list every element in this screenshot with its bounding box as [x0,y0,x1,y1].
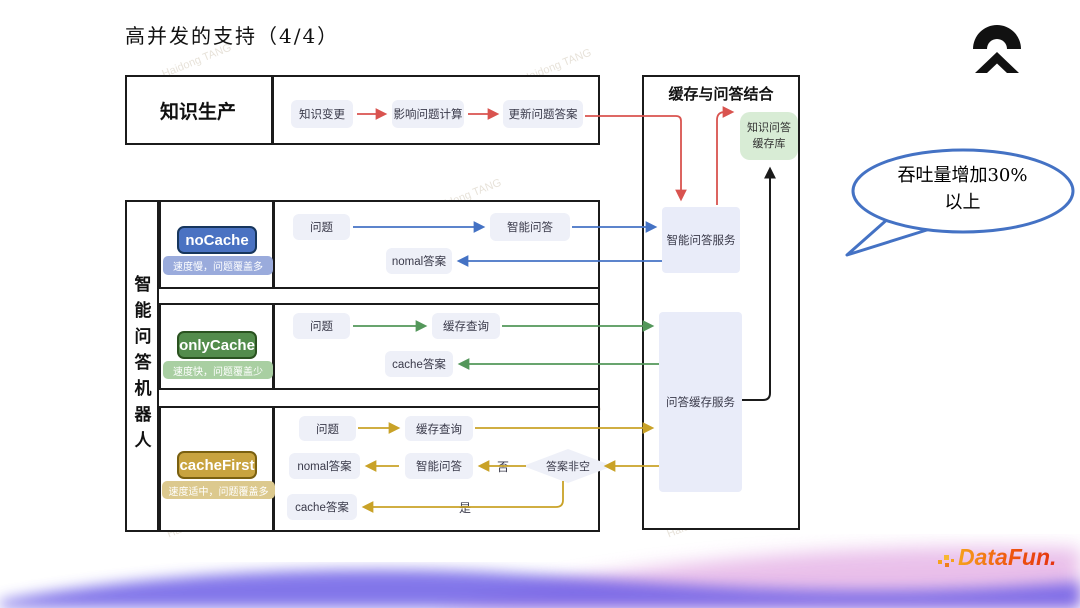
mode-cachefirst: cacheFirst [177,451,257,479]
page-title: 高并发的支持（4/4） [125,24,340,48]
divider [272,303,275,390]
datafun-dots-icon [938,552,956,570]
row2-cache-answer: cache答案 [385,351,453,377]
row3-question: 问题 [299,416,356,441]
qa-service-box: 智能问答服务 [662,207,740,273]
store-line1: 知识问答 [747,121,791,134]
store-line2: 缓存库 [752,138,786,150]
qa-cache-service-box: 问答缓存服务 [659,312,742,492]
divider [271,75,274,145]
divider [272,200,275,289]
row1-question: 问题 [293,214,350,240]
row2-cache-query: 缓存查询 [432,313,500,339]
step-update-answers: 更新问题答案 [503,100,583,128]
label-yes: 是 [456,498,475,516]
robot-vertical-label: 智能问答机器人 [131,275,151,457]
row3-smart-qa: 智能问答 [405,453,473,479]
mode-nocache-desc: 速度慢，问题覆盖多 [163,256,273,275]
step-knowledge-change: 知识变更 [291,100,353,128]
divider [157,200,159,532]
mode-cachefirst-desc: 速度适中，问题覆盖多 [162,481,275,499]
mode-onlycache-desc: 速度快，问题覆盖少 [163,361,273,379]
divider [272,406,275,532]
throughput-callout-text: 吞吐量增加30% 以上 [855,162,1070,216]
knowledge-qa-cache-store: 知识问答 缓存库 [740,112,798,160]
datafun-logo: DataFun. [958,544,1057,570]
row3-nomal-answer: nomal答案 [289,453,360,479]
row1-smart-qa: 智能问答 [490,213,570,241]
row3-cache-answer: cache答案 [287,494,357,520]
step-affected-question-calc: 影响问题计算 [392,100,464,128]
row3-cache-query: 缓存查询 [405,416,473,441]
callout-line2: 以上 [944,192,981,213]
row2-question: 问题 [293,313,350,339]
throughput-callout [835,145,1080,270]
row1-nomal-answer: nomal答案 [386,248,452,274]
knowledge-production-label: 知识生产 [159,101,236,123]
label-no: 否 [494,457,513,475]
mode-nocache: noCache [177,226,257,254]
cache-qa-panel-title: 缓存与问答结合 [668,85,774,103]
mode-onlycache: onlyCache [177,331,257,359]
nio-logo-icon [965,24,1029,81]
callout-line1: 吞吐量增加30% [897,165,1028,186]
